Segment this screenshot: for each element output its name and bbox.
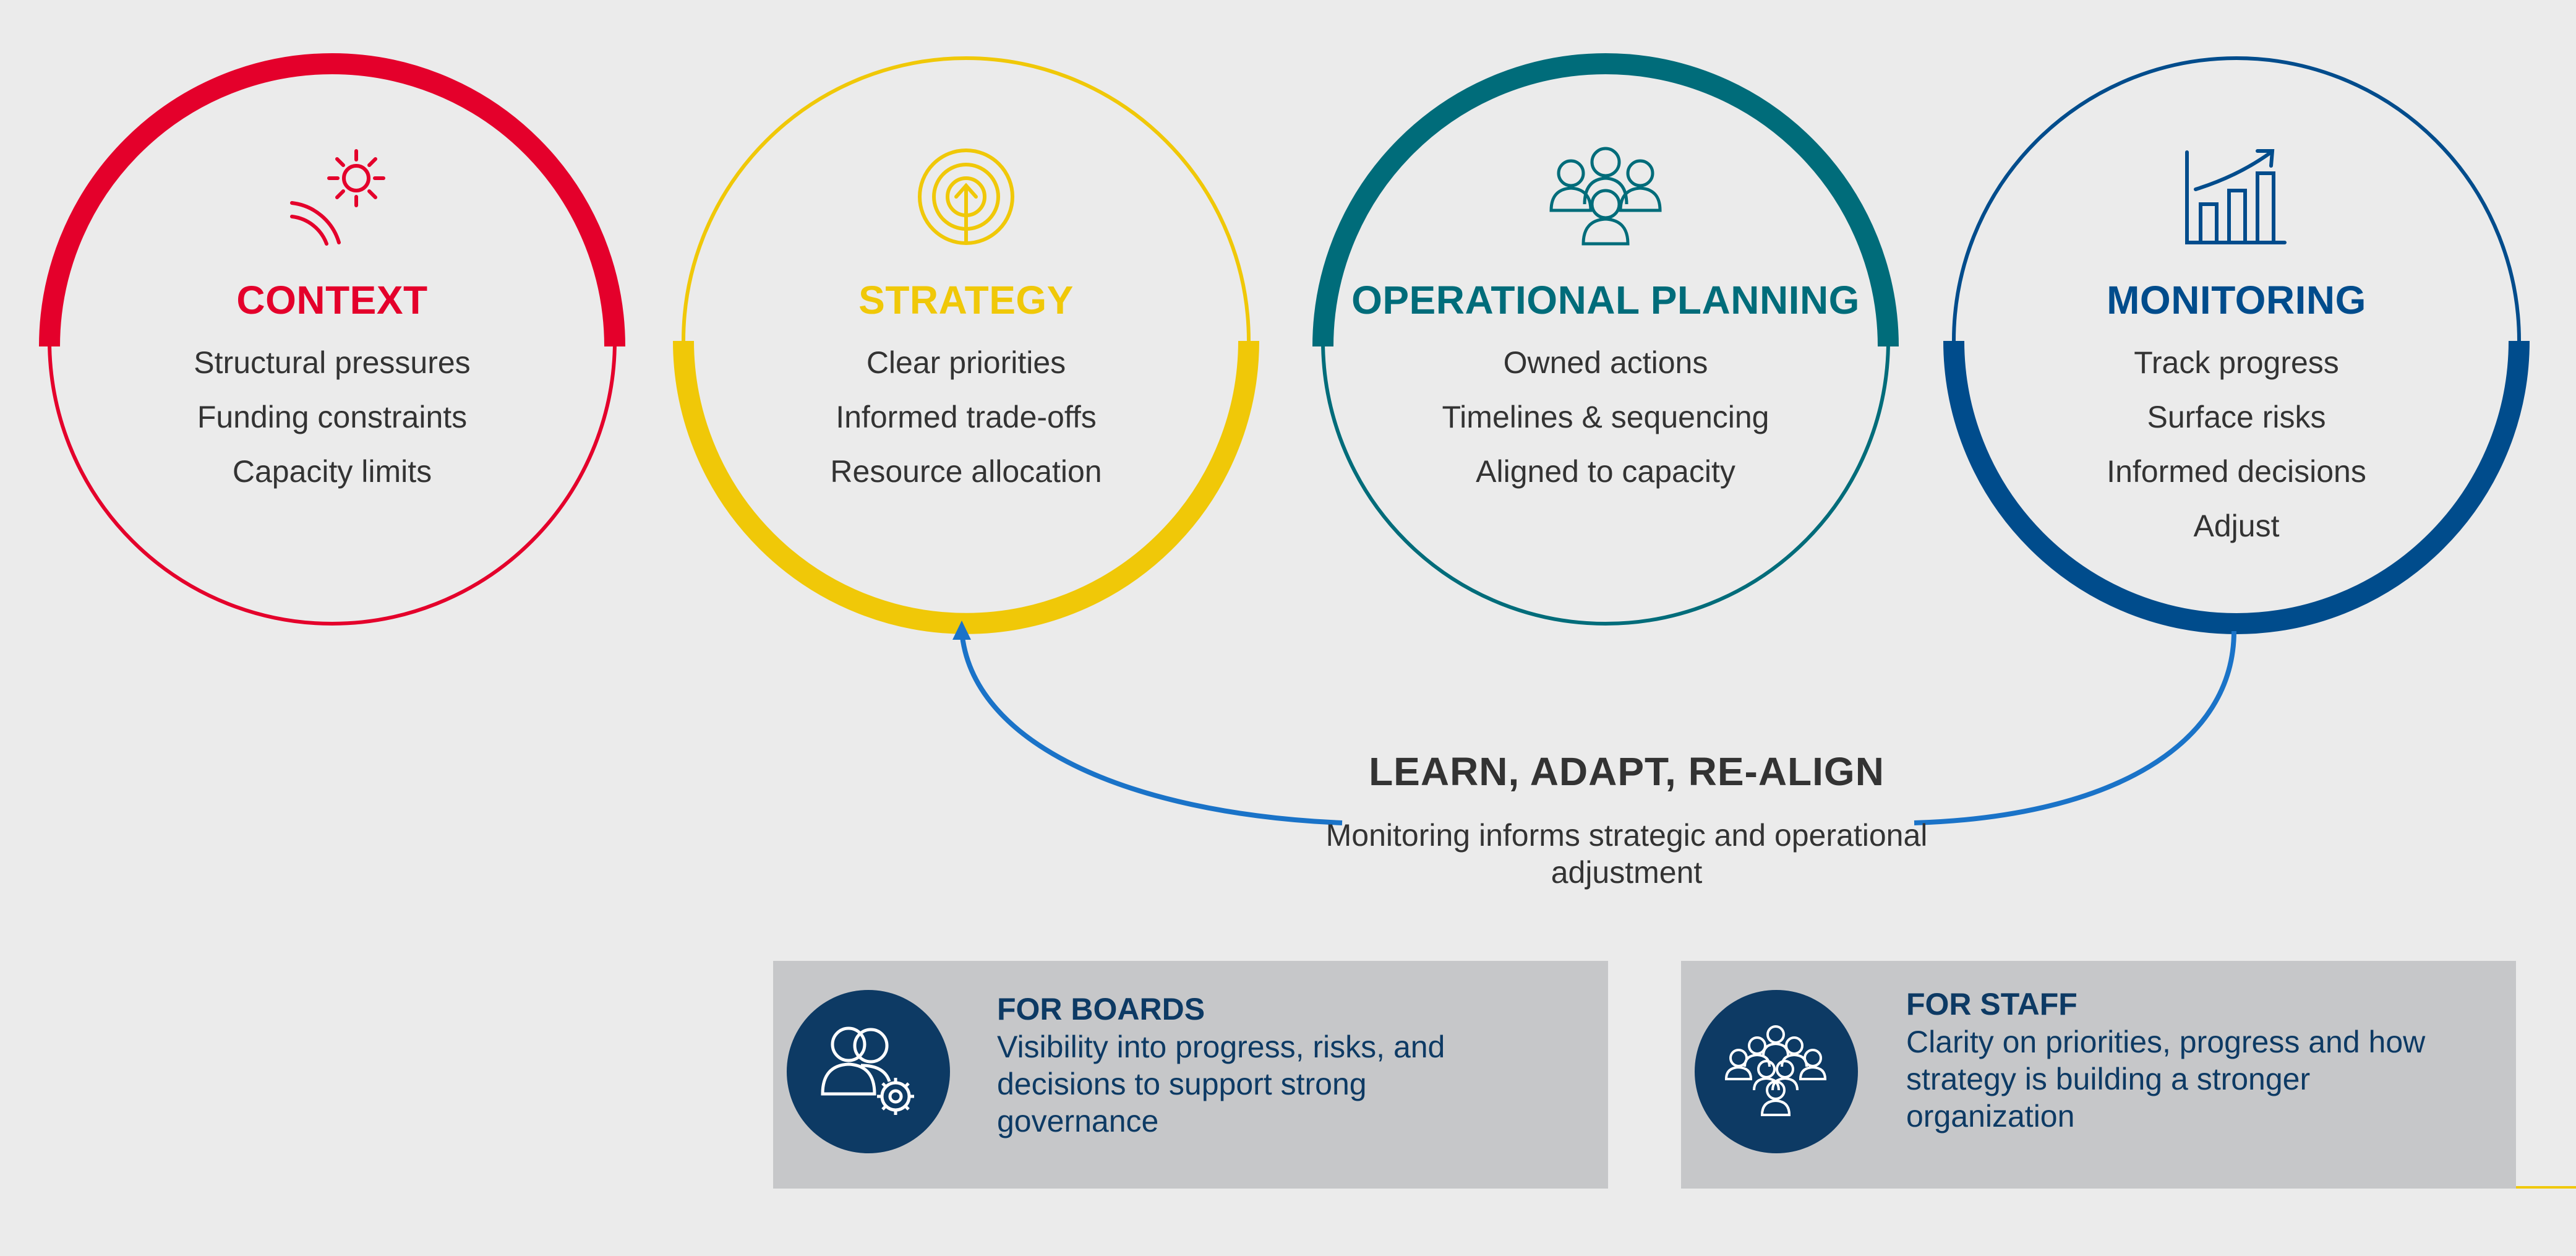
stage-title: OPERATIONAL PLANNING [1351, 278, 1860, 322]
context-circle [39, 53, 625, 626]
feedback-loop-arrow [952, 621, 2236, 825]
panel-staff-icon-bg [1695, 990, 1858, 1153]
stage-item: Owned actions [1503, 345, 1708, 380]
stage-items: Owned actions Timelines & sequencing Ali… [1327, 335, 1884, 499]
operational-planning-circle [1312, 53, 1899, 626]
stage-item: Clear priorities [866, 345, 1066, 380]
stage-item: Informed trade-offs [836, 400, 1097, 434]
stage-item: Track progress [2134, 345, 2339, 380]
stage-title: MONITORING [2107, 278, 2366, 322]
stage-item: Timelines & sequencing [1442, 400, 1769, 434]
stage-item: Structural pressures [194, 345, 471, 380]
stage-title: STRATEGY [858, 278, 1074, 322]
stage-item: Surface risks [2147, 400, 2326, 434]
stage-operational-planning: OPERATIONAL PLANNING Owned actions Timel… [1327, 276, 1884, 499]
sun-rays-icon [290, 149, 385, 246]
stage-context: CONTEXT Structural pressures Funding con… [54, 276, 610, 499]
stage-item: Capacity limits [232, 454, 432, 489]
team-group-icon [1549, 147, 1662, 246]
stage-items: Clear priorities Informed trade-offs Res… [688, 335, 1244, 499]
stage-item: Resource allocation [830, 454, 1102, 489]
stage-item: Informed decisions [2107, 454, 2366, 489]
panel-staff-title: FOR STAFF [1906, 987, 2077, 1022]
stage-title: CONTEXT [236, 278, 428, 322]
stage-items: Structural pressures Funding constraints… [54, 335, 610, 499]
panel-staff-description: Clarity on priorities, progress and how … [1906, 1025, 2426, 1133]
stage-strategy: STRATEGY Clear priorities Informed trade… [688, 276, 1244, 499]
panel-boards-description: Visibility into progress, risks, and dec… [997, 1030, 1445, 1138]
panel-boards-title: FOR BOARDS [997, 992, 1205, 1026]
target-arrow-icon [918, 148, 1014, 245]
loop-description: Monitoring informs strategic and operati… [1325, 818, 1928, 890]
loop-title: LEARN, ADAPT, RE-ALIGN [1369, 749, 1885, 794]
stage-monitoring: MONITORING Track progress Surface risks … [1958, 276, 2515, 553]
stage-items: Track progress Surface risks Informed de… [1958, 335, 2515, 553]
stage-item: Funding constraints [197, 400, 468, 434]
bar-chart-growth-icon [2185, 149, 2287, 244]
stage-item: Adjust [2193, 509, 2280, 543]
strategy-circle [673, 56, 1259, 634]
panel-boards-icon-bg [787, 990, 950, 1153]
stage-item: Aligned to capacity [1476, 454, 1735, 489]
monitoring-circle [1943, 56, 2530, 634]
